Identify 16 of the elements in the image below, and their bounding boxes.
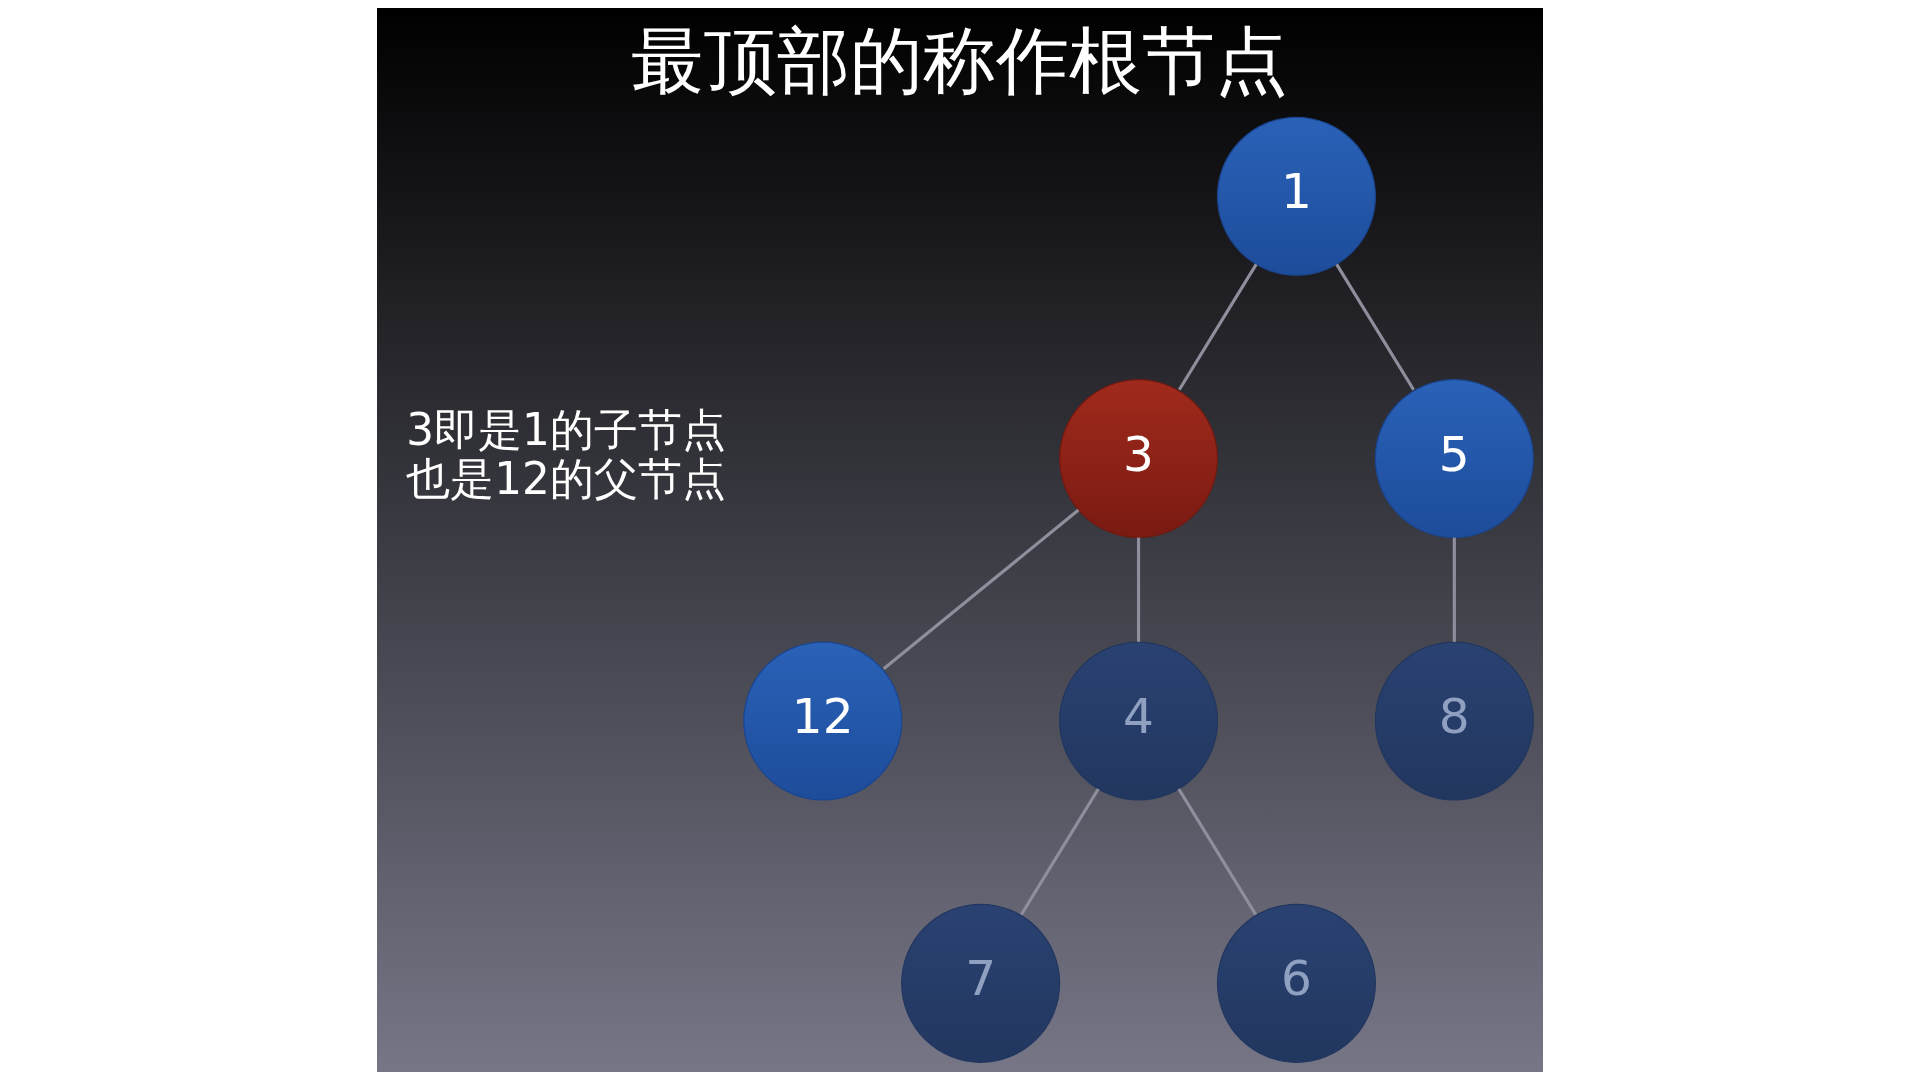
node-circle: 1 <box>1216 116 1376 276</box>
connector <box>882 508 1080 671</box>
connector <box>1452 537 1456 642</box>
connector <box>1136 537 1141 642</box>
connector <box>1177 263 1258 391</box>
connector <box>1335 263 1415 391</box>
connector <box>1020 788 1100 916</box>
node-circle: 8 <box>1374 641 1534 801</box>
node-circle: 12 <box>743 641 903 801</box>
node-circle: 6 <box>1216 903 1376 1063</box>
connector <box>1177 788 1258 916</box>
node-circle: 4 <box>1059 641 1219 801</box>
diagram-title: 最顶部的称作根节点 <box>631 17 1289 103</box>
node-circle: 7 <box>901 903 1061 1063</box>
node-circle: 3 <box>1059 379 1219 539</box>
node-circle: 5 <box>1374 379 1534 539</box>
